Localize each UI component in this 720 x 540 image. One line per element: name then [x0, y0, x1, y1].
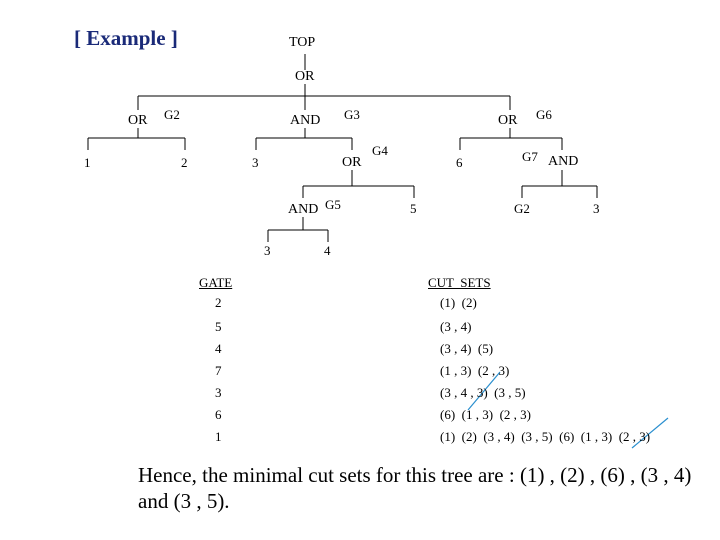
pen-stroke: [467, 371, 501, 411]
cut-set-row: (1) (2): [440, 295, 477, 310]
basic-event-5: 5: [410, 201, 417, 216]
cut-set-row: (3 , 4): [440, 319, 472, 334]
and-gate-g5: AND: [288, 202, 319, 217]
basic-event-2: 2: [181, 155, 188, 170]
gate-row: 4: [215, 341, 222, 356]
and-gate-g3: AND: [290, 113, 321, 128]
cut-set-row: (3 , 4) (5): [440, 341, 494, 356]
gate-row: 3: [215, 385, 222, 400]
or-gate-g2: OR: [128, 113, 148, 128]
cut-set-row: (1) (2) (3 , 4) (3 , 5) (6) (1 , 3) (2 ,…: [440, 429, 651, 444]
cut-set-row: (1 , 3) (2 , 3): [440, 363, 510, 378]
or-gate-g4: OR: [342, 155, 362, 170]
basic-event-6: 6: [456, 155, 463, 170]
cut-set-row: (3 , 4 , 3) (3 , 5): [440, 385, 526, 400]
transfer-g2-ref: G2: [514, 201, 530, 216]
gate-column-header: GATE: [199, 275, 233, 290]
basic-event-3c: 3: [264, 243, 271, 258]
gate-row: 6: [215, 407, 222, 422]
basic-event-1: 1: [84, 155, 91, 170]
root-or-gate: OR: [295, 69, 315, 84]
gate-label-g5: G5: [325, 197, 341, 212]
gate-row: 2: [215, 295, 222, 310]
gate-row: 1: [215, 429, 222, 444]
basic-event-3: 3: [252, 155, 259, 170]
gate-label-g3: G3: [344, 107, 360, 122]
top-event-label: TOP: [289, 35, 316, 50]
and-gate-g7: AND: [548, 154, 579, 169]
basic-event-3b: 3: [593, 201, 600, 216]
gate-label-g4: G4: [372, 143, 388, 158]
conclusion-text: Hence, the minimal cut sets for this tre…: [138, 463, 692, 514]
cut-set-row: (6) (1 , 3) (2 , 3): [440, 407, 531, 422]
gate-label-g6: G6: [536, 107, 552, 122]
or-gate-g6: OR: [498, 113, 518, 128]
gate-label-g7: G7: [522, 149, 538, 164]
slide-title: [ Example ]: [74, 26, 178, 50]
cut-sets-column-header: CUT SETS: [428, 275, 491, 290]
gate-row: 5: [215, 319, 222, 334]
gate-label-g2: G2: [164, 107, 180, 122]
pen-stroke: [631, 417, 669, 449]
basic-event-4: 4: [324, 243, 331, 258]
gate-row: 7: [215, 363, 222, 378]
